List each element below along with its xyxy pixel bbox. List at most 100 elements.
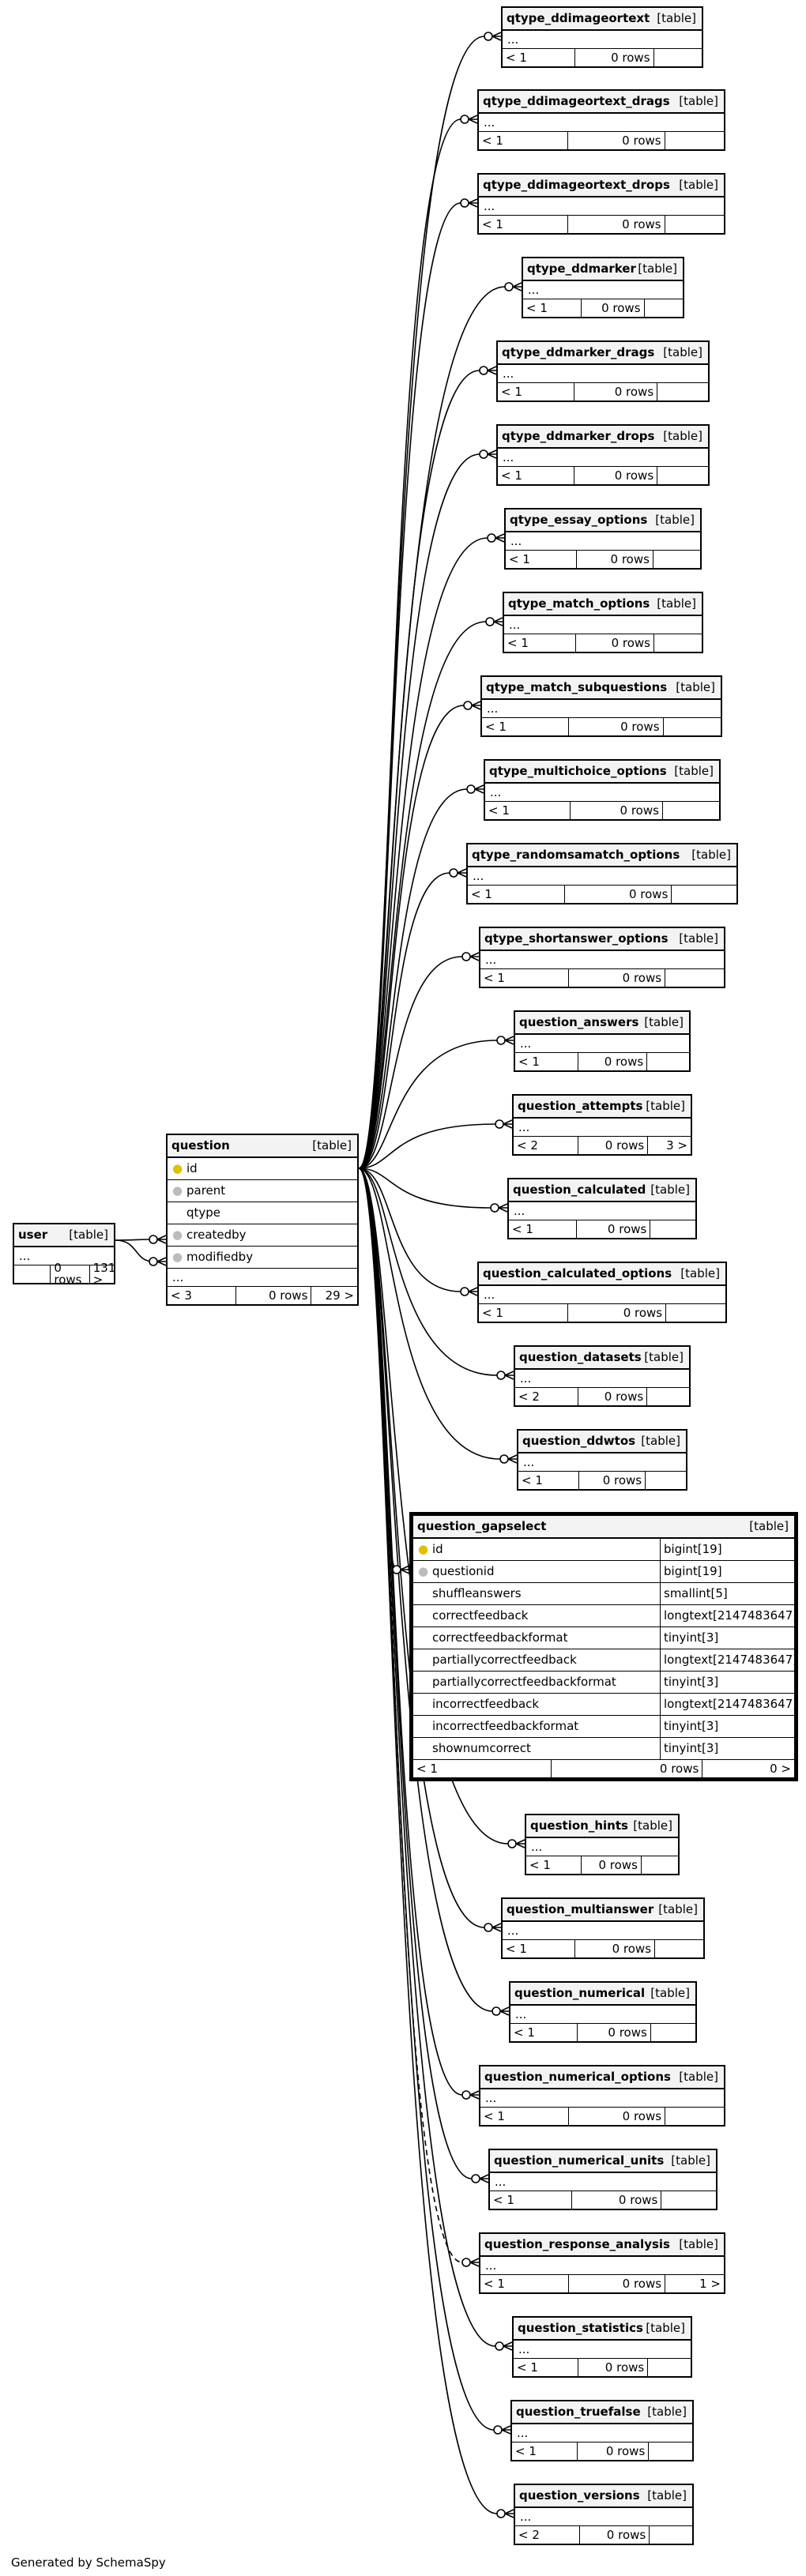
children-count[interactable]	[665, 132, 724, 149]
children-count[interactable]: 0 >	[770, 1761, 791, 1776]
column-row[interactable]: ●createdby	[168, 1224, 357, 1247]
table-name[interactable]: question_calculated_options	[483, 1266, 672, 1280]
parents-count[interactable]: < 2	[518, 1389, 540, 1404]
table-name[interactable]: qtype_ddmarker_drags	[502, 345, 655, 359]
children-count[interactable]	[661, 2191, 716, 2209]
parents-count[interactable]: < 1	[506, 1941, 527, 1956]
table-question-calculated-options[interactable]: question_calculated_options[table]...< 1…	[477, 1262, 727, 1323]
children-count[interactable]	[665, 2108, 724, 2125]
parents-count[interactable]: < 2	[517, 1138, 538, 1153]
children-count[interactable]	[654, 634, 702, 652]
children-count[interactable]	[655, 1940, 703, 1957]
table-name[interactable]: question_multianswer	[507, 1902, 654, 1916]
table-name[interactable]: question_calculated	[513, 1183, 646, 1197]
table-name[interactable]: question_datasets	[519, 1350, 642, 1364]
children-count[interactable]: 131 >	[92, 1261, 116, 1287]
column-row[interactable]: ●id	[168, 1158, 357, 1180]
table-qtype-randomsamatch-options[interactable]: qtype_randomsamatch_options[table]...< 1…	[466, 843, 738, 904]
parents-count[interactable]: < 1	[488, 803, 510, 818]
table-name[interactable]: question_hints	[530, 1818, 628, 1833]
parents-count[interactable]: < 1	[517, 2360, 538, 2375]
children-count[interactable]	[657, 383, 708, 401]
children-count[interactable]	[663, 802, 719, 819]
table-user[interactable]: user [table] ... 0 rows 131 >	[13, 1223, 115, 1286]
parents-count[interactable]: < 1	[482, 133, 503, 148]
table-name[interactable]: qtype_ddmarker_drops	[502, 429, 655, 443]
parents-count[interactable]: < 1	[518, 1054, 540, 1069]
parents-count[interactable]: < 1	[512, 1221, 533, 1236]
children-count[interactable]	[665, 216, 724, 233]
table-name[interactable]: qtype_shortanswer_options	[484, 931, 669, 946]
children-count[interactable]	[653, 551, 700, 568]
children-count[interactable]	[649, 2442, 692, 2460]
parents-count[interactable]: < 1	[482, 1305, 503, 1320]
table-name[interactable]: question_response_analysis	[484, 2237, 670, 2251]
children-count[interactable]	[657, 467, 708, 484]
parents-count[interactable]: < 1	[484, 2276, 505, 2291]
table-name[interactable]: question_numerical_options	[484, 2070, 671, 2084]
children-count[interactable]	[650, 1220, 695, 1238]
table-name[interactable]: qtype_ddimageortext_drags	[483, 94, 670, 108]
parents-count[interactable]	[14, 1265, 50, 1283]
column-row[interactable]: ●parent	[168, 1180, 357, 1202]
children-count[interactable]	[647, 1053, 689, 1070]
table-name[interactable]: qtype_essay_options	[510, 513, 648, 527]
children-count[interactable]	[645, 299, 683, 317]
table-name[interactable]: qtype_ddmarker	[527, 261, 636, 276]
table-name[interactable]: question_truefalse	[516, 2405, 641, 2419]
table-name[interactable]: question_numerical_units	[494, 2153, 665, 2168]
column-row[interactable]: ●modifiedby	[168, 1247, 357, 1269]
table-name[interactable]: question	[171, 1138, 230, 1153]
table-name[interactable]: question_statistics	[518, 2321, 643, 2335]
table-name[interactable]: question_numerical	[514, 1986, 646, 2000]
column-row[interactable]: qtype	[168, 1202, 357, 1224]
parents-count[interactable]: < 1	[471, 886, 492, 901]
children-count[interactable]	[664, 718, 721, 735]
table-name[interactable]: question_ddwtos	[522, 1434, 636, 1448]
parents-count[interactable]: < 1	[529, 1857, 551, 1872]
children-count[interactable]	[647, 1388, 689, 1405]
parents-count[interactable]: < 1	[514, 2025, 535, 2040]
table-name[interactable]: qtype_ddimageortext_drops	[483, 178, 670, 192]
children-count[interactable]: 1 >	[699, 2276, 721, 2291]
parents-count[interactable]: < 1	[507, 635, 529, 650]
table-name[interactable]: qtype_match_subquestions	[486, 680, 668, 694]
parents-count[interactable]: < 1	[484, 970, 505, 985]
table-name[interactable]: qtype_multichoice_options	[489, 764, 667, 778]
table-name[interactable]: question_attempts	[518, 1099, 643, 1113]
parents-count[interactable]: < 1	[501, 384, 522, 399]
children-count[interactable]	[650, 2526, 692, 2544]
table-name[interactable]: question_answers	[519, 1015, 639, 1029]
children-count[interactable]	[665, 969, 724, 987]
parents-count[interactable]: < 1	[526, 300, 548, 315]
parents-count[interactable]: < 1	[509, 551, 530, 566]
table-name[interactable]: question_gapselect	[417, 1519, 547, 1533]
parents-count[interactable]: < 2	[518, 2527, 540, 2542]
table-name[interactable]: qtype_match_options	[508, 596, 650, 611]
